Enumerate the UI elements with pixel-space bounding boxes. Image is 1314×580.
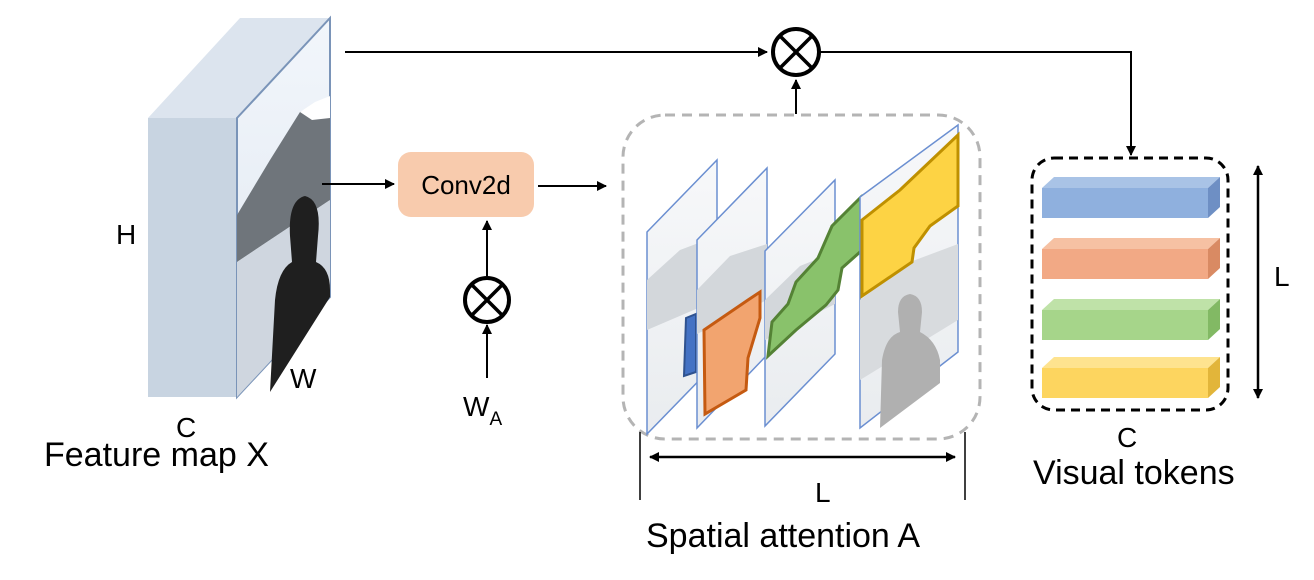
feature-map-slab [148, 15, 331, 400]
attention-length-label: L [815, 477, 831, 508]
attention-map-orange [696, 166, 768, 430]
weight-label: WA [463, 391, 502, 430]
feature-map-photo [236, 15, 331, 400]
conv2d-box [398, 152, 534, 217]
attention-title: Spatial attention A [646, 517, 920, 555]
feature-map-channel-label: C [176, 412, 196, 443]
attention-map-yellow [859, 123, 960, 430]
feature-map-title: Feature map X [44, 436, 269, 474]
attention-group-border [621, 113, 982, 441]
conv2d-label: Conv2d [421, 170, 511, 200]
visual-token-2 [1042, 238, 1220, 279]
slab-left-face [148, 118, 237, 397]
visual-token-1 [1042, 177, 1220, 218]
feature-map-width-label: W [290, 363, 317, 394]
feature-map-height-label: H [116, 219, 136, 250]
attention-maps [646, 123, 960, 436]
visual-token-3 [1042, 299, 1220, 340]
attention-map-green [764, 178, 882, 428]
arrow-mult-to-tokens [820, 51, 1136, 156]
tokens-group-border [1030, 156, 1230, 412]
multiply-circle-icon [771, 27, 821, 77]
tokens-title: Visual tokens [1033, 454, 1235, 492]
visual-token-4 [1042, 357, 1220, 398]
multiply-circle-icon [463, 276, 511, 324]
slab-top-face [148, 18, 330, 118]
tokens-channel-label: C [1117, 422, 1137, 453]
tokens-length-label: L [1274, 261, 1290, 292]
